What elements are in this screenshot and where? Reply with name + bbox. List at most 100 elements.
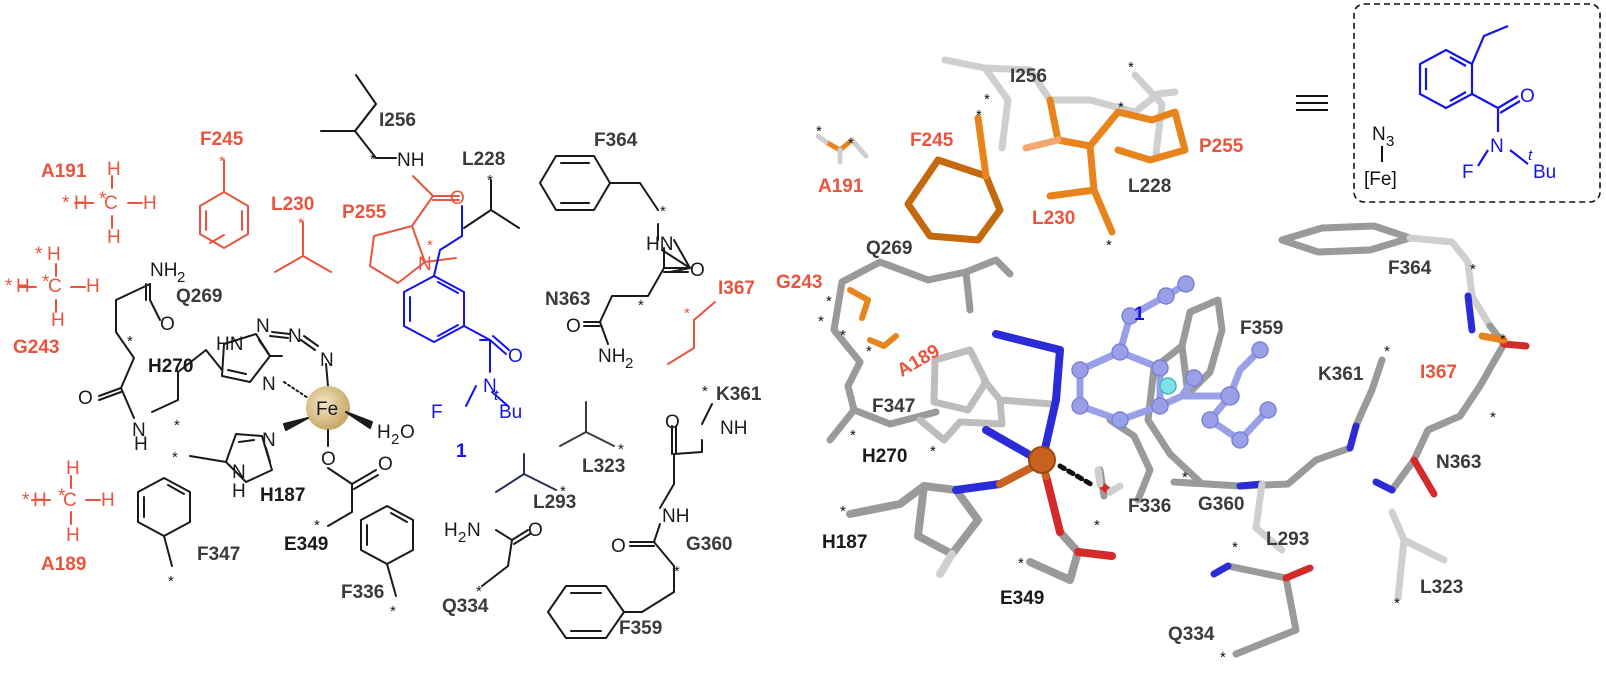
- p255-fragment: [369, 175, 460, 284]
- q269-fragment: [98, 283, 223, 419]
- a191-methyl-atoms: H * H * C H H: [62, 159, 157, 248]
- r-label-f364: F364: [1388, 258, 1432, 279]
- svg-text:*: *: [35, 244, 43, 265]
- svg-text:*: *: [638, 297, 644, 314]
- svg-text:*: *: [62, 193, 70, 214]
- svg-text:*: *: [702, 383, 708, 400]
- svg-text:*: *: [850, 427, 856, 444]
- svg-text:*: *: [1490, 409, 1496, 426]
- label-l230: L230: [271, 194, 314, 215]
- r-label-f245: F245: [910, 130, 954, 151]
- svg-text:*: *: [818, 313, 824, 330]
- label-i256: I256: [379, 110, 416, 131]
- label-f336: F336: [341, 582, 384, 603]
- r-label-n363: N363: [1436, 452, 1481, 473]
- svg-text:*: *: [314, 517, 320, 534]
- svg-text:H: H: [143, 193, 157, 214]
- atom-h2o-sub: 2: [391, 431, 399, 448]
- inset-n: N: [1490, 136, 1504, 157]
- l293-fragment: [495, 453, 557, 493]
- l230-fragment: [274, 221, 332, 273]
- atom-hn-f364: HN: [646, 234, 673, 255]
- atom-nh-k361: NH: [720, 418, 747, 439]
- label-a191: A191: [41, 161, 87, 182]
- svg-text:*: *: [866, 343, 872, 360]
- svg-text:*: *: [976, 107, 982, 124]
- svg-text:H: H: [101, 490, 115, 511]
- label-l293: L293: [533, 492, 576, 513]
- label-h187: H187: [260, 485, 305, 506]
- atom-nh-g360: NH: [662, 506, 689, 527]
- svg-text:*: *: [168, 573, 174, 590]
- r-label-g243: G243: [776, 272, 822, 293]
- svg-text:*: *: [1470, 261, 1476, 278]
- atom-o-n363-top: O: [690, 260, 705, 281]
- r-label-f336: F336: [1128, 496, 1171, 517]
- svg-text:*: *: [1018, 555, 1024, 572]
- attachment-stars-left: * * * * * * * * * * * * * * * * * * *: [127, 151, 708, 620]
- atom-bu-substrate: Bu: [499, 402, 522, 423]
- atom-n-substrate: N: [483, 376, 497, 397]
- ligand-1-ball-stick: [1076, 280, 1272, 444]
- e349-sticks: [1026, 472, 1116, 584]
- f336-fragment: [360, 505, 414, 597]
- i256-l228-sticks: [941, 56, 1179, 158]
- r-label-l230: L230: [1032, 208, 1075, 229]
- svg-text:*: *: [1500, 331, 1506, 348]
- ligand-fluorine: [1159, 377, 1177, 395]
- label-g243: G243: [13, 337, 59, 358]
- svg-text:*: *: [826, 293, 832, 310]
- inset-box: O N F t Bu N 3 [Fe]: [1353, 3, 1601, 203]
- r-label-l228: L228: [1128, 176, 1171, 197]
- svg-text:H: H: [86, 276, 100, 297]
- svg-text:*: *: [1220, 649, 1226, 666]
- atom-nh-q269: N: [132, 420, 146, 441]
- svg-text:*: *: [487, 172, 493, 189]
- svg-text:*: *: [560, 483, 566, 500]
- atom-o-substrate: O: [508, 346, 523, 367]
- svg-text:H: H: [47, 244, 61, 265]
- inset-bu: Bu: [1533, 162, 1556, 183]
- fe-bonds: [283, 381, 373, 447]
- f347-h270-sticks: [916, 346, 1056, 444]
- svg-text:H: H: [16, 276, 30, 297]
- r-label-h187: H187: [822, 532, 867, 553]
- svg-text:H: H: [74, 193, 88, 214]
- label-l323: L323: [582, 456, 625, 477]
- a189-methyl: [31, 475, 101, 525]
- inset-substrate: [1418, 24, 1529, 167]
- r-label-f359: F359: [1240, 318, 1283, 339]
- water-stick: [1094, 466, 1124, 496]
- svg-text:*: *: [427, 237, 433, 254]
- atom-n-azide1: N: [256, 316, 270, 337]
- label-f245: F245: [200, 129, 244, 150]
- i256-fragment: [320, 74, 397, 159]
- svg-text:*: *: [5, 276, 13, 297]
- r-label-h270: H270: [862, 446, 907, 467]
- svg-text:*: *: [370, 151, 376, 168]
- ligand-label-left: 1: [456, 441, 467, 462]
- substrate-1: [403, 205, 510, 407]
- f359-fragment: [547, 585, 643, 639]
- atom-h-q269: H: [134, 434, 148, 455]
- inset-n3-sub: 3: [1386, 133, 1394, 150]
- atom-o-g360: O: [665, 412, 680, 433]
- svg-text:*: *: [1118, 99, 1124, 116]
- svg-text:*: *: [930, 443, 936, 460]
- inset-f: F: [1462, 162, 1474, 183]
- atom-n-azide2: N: [288, 326, 302, 347]
- l323-fragment: [559, 401, 615, 447]
- svg-text:*: *: [848, 135, 854, 152]
- svg-text:*: *: [390, 603, 396, 620]
- svg-text:*: *: [1384, 343, 1390, 360]
- p255-l230-sticks: [1022, 96, 1189, 236]
- r-label-p255: P255: [1199, 136, 1244, 157]
- r-label-k361: K361: [1318, 364, 1364, 385]
- f347-fragment: [137, 477, 191, 567]
- atom-h2n-q334-n: N: [467, 520, 481, 541]
- inset-t: t: [1528, 147, 1533, 164]
- svg-text:C: C: [48, 276, 62, 297]
- h187-imidazole: [189, 433, 273, 483]
- atom-o-n363: O: [566, 316, 581, 337]
- svg-text:*: *: [58, 486, 66, 507]
